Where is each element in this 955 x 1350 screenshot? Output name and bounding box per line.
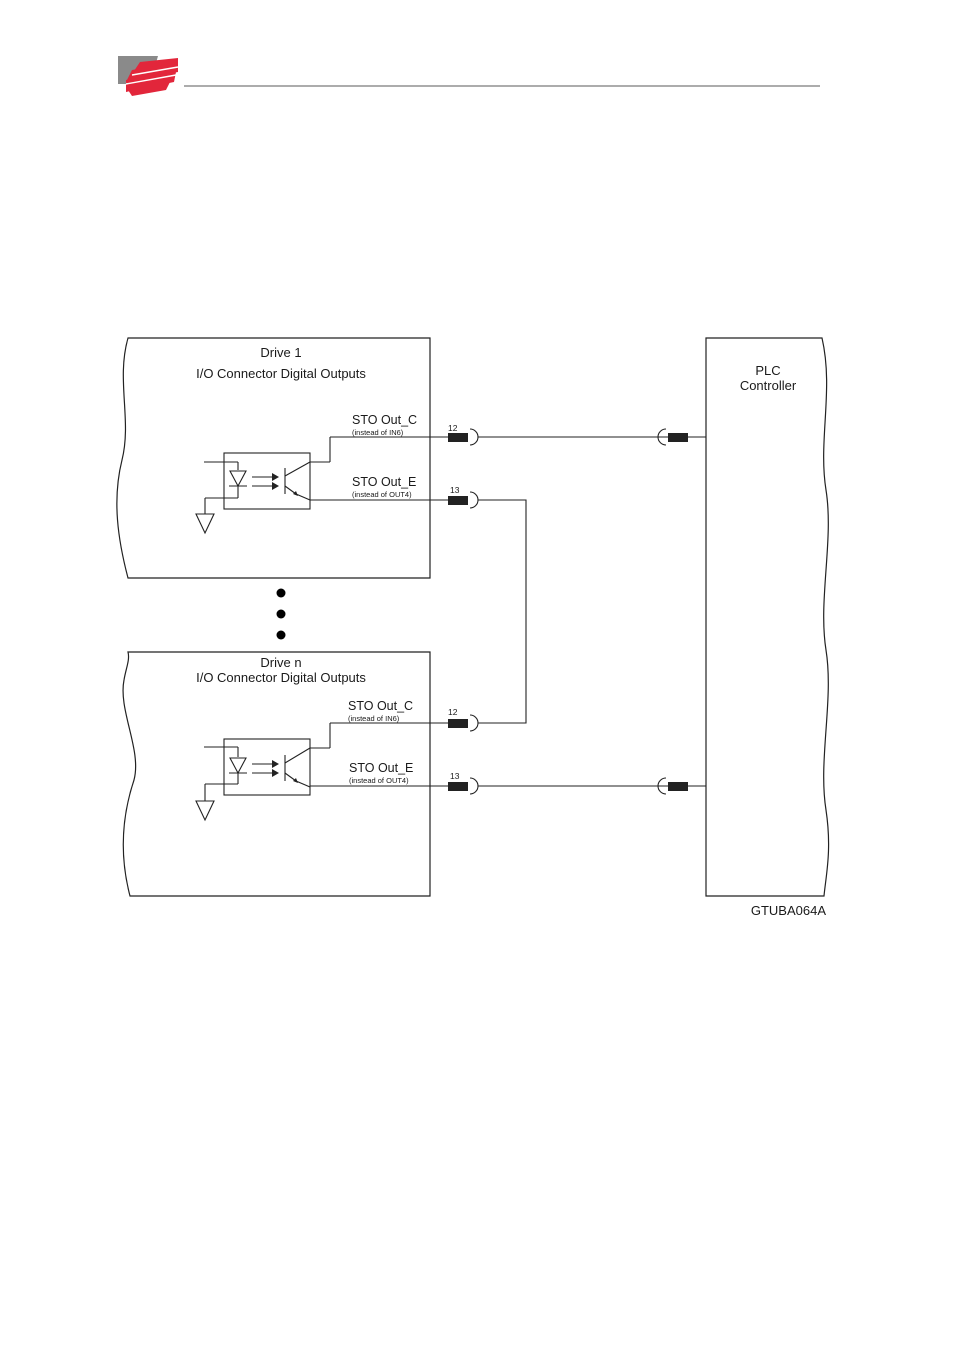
drive1-out-c-note: (instead of IN6)	[352, 428, 404, 437]
plc-title: PLC	[755, 363, 780, 378]
plc-box	[706, 338, 829, 896]
drive1-title: Drive 1	[260, 345, 301, 360]
driven-subtitle: I/O Connector Digital Outputs	[196, 670, 366, 685]
ellipsis-dot	[277, 589, 286, 598]
driven-pin12-number: 12	[448, 707, 458, 717]
driven-pin13-number: 13	[450, 771, 460, 781]
driven-out-c-note: (instead of IN6)	[348, 714, 400, 723]
company-logo	[118, 56, 178, 96]
driven-out-c-label: STO Out_C	[348, 699, 413, 713]
ellipsis-dot	[277, 610, 286, 619]
drive1-pin12-number: 12	[448, 423, 458, 433]
drive1-out-e-label: STO Out_E	[352, 475, 416, 489]
drive1-out-c-label: STO Out_C	[352, 413, 417, 427]
wire-drive1-e-to-driven-c	[478, 500, 526, 723]
driven-title: Drive n	[260, 655, 301, 670]
ellipsis-dot	[277, 631, 286, 640]
plc-subtitle: Controller	[740, 378, 797, 393]
drive1-subtitle: I/O Connector Digital Outputs	[196, 366, 366, 381]
figure-code: GTUBA064A	[751, 903, 826, 918]
driven-pin12-terminal	[448, 715, 478, 731]
drive1-pin13-number: 13	[450, 485, 460, 495]
drive1-out-e-note: (instead of OUT4)	[352, 490, 412, 499]
driven-out-e-note: (instead of OUT4)	[349, 776, 409, 785]
driven-out-e-label: STO Out_E	[349, 761, 413, 775]
